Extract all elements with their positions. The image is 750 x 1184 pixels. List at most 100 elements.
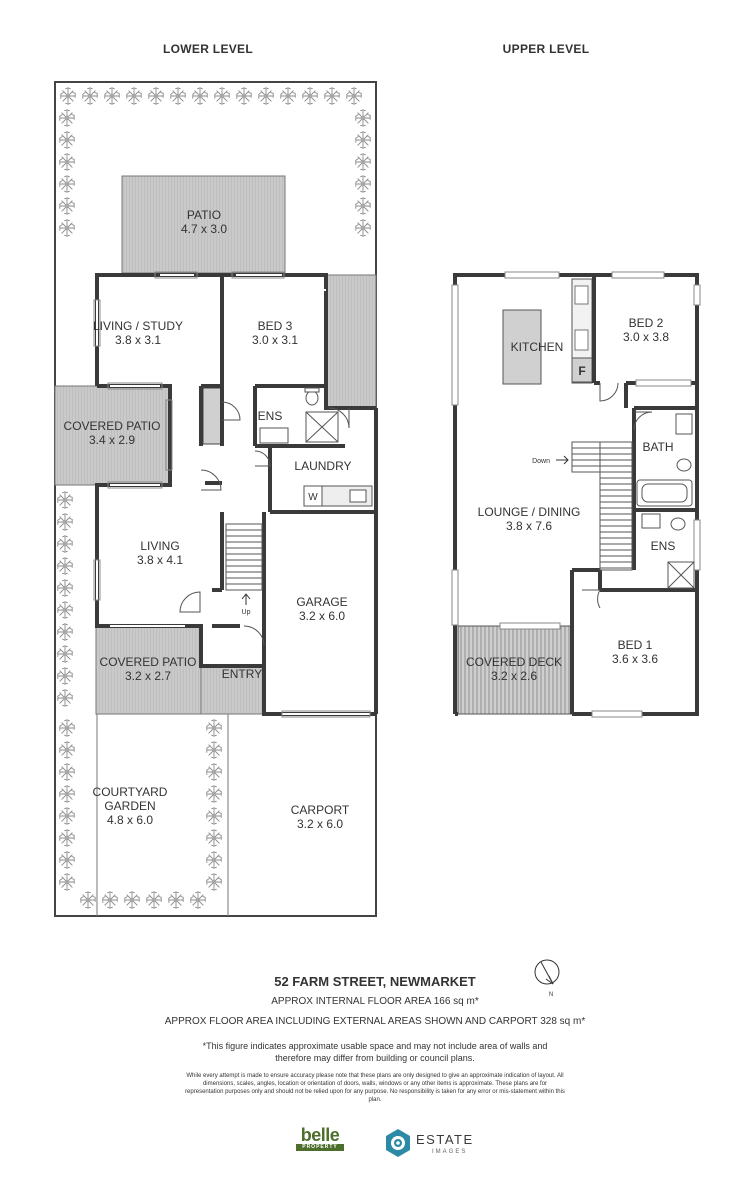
plant-icon xyxy=(302,87,318,105)
plant-icon xyxy=(57,579,73,597)
plant-icon xyxy=(206,873,222,891)
sink-icon xyxy=(574,285,589,305)
living-label: LIVING xyxy=(140,539,179,553)
covered-patio-2-size: 3.2 x 2.7 xyxy=(125,669,171,683)
living-study-size: 3.8 x 3.1 xyxy=(115,333,161,347)
area-note-line2: therefore may differ from building or co… xyxy=(275,1053,475,1063)
plant-icon xyxy=(355,175,371,193)
plant-icon xyxy=(206,807,222,825)
plant-icon xyxy=(236,87,252,105)
down-arrow-icon xyxy=(556,455,569,465)
plant-icon xyxy=(57,535,73,553)
plant-icon xyxy=(102,891,118,909)
plant-icon xyxy=(57,557,73,575)
plant-icon xyxy=(126,87,142,105)
lower-windows xyxy=(96,274,370,715)
plant-icon xyxy=(324,87,340,105)
estate-images-logo: ESTATE IMAGES xyxy=(384,1128,494,1158)
covered-patio-2-area xyxy=(95,625,202,715)
courtyard-label: COURTYARD xyxy=(93,785,168,799)
plant-icon xyxy=(57,667,73,685)
plant-icon xyxy=(206,741,222,759)
plant-icon xyxy=(104,87,120,105)
plant-icon xyxy=(192,87,208,105)
covered-deck-label: COVERED DECK xyxy=(466,655,562,669)
total-floor-area: APPROX FLOOR AREA INCLUDING EXTERNAL ARE… xyxy=(164,1016,586,1027)
down-label: Down xyxy=(532,458,550,465)
plant-icon xyxy=(57,491,73,509)
bath-label: BATH xyxy=(642,440,673,454)
lower-window-frames xyxy=(93,271,371,718)
bed3-size: 3.0 x 3.1 xyxy=(252,333,298,347)
garage-size: 3.2 x 6.0 xyxy=(299,609,345,623)
plant-icon xyxy=(280,87,296,105)
plant-icon xyxy=(57,601,73,619)
north-compass-icon xyxy=(534,959,560,985)
plant-icon xyxy=(59,763,75,781)
laundry-label: LAUNDRY xyxy=(294,459,351,473)
plant-icon xyxy=(59,741,75,759)
plant-icon xyxy=(59,785,75,803)
courtyard-label: GARDEN xyxy=(104,799,155,813)
bed2-size: 3.0 x 3.8 xyxy=(623,330,669,344)
upper-stairs xyxy=(571,441,633,571)
carport-label: CARPORT xyxy=(291,803,350,817)
carport-size: 3.2 x 6.0 xyxy=(297,817,343,831)
plant-icon xyxy=(57,623,73,641)
lounge-dining-size: 3.8 x 7.6 xyxy=(506,519,552,533)
garage-label: GARAGE xyxy=(296,595,347,609)
plant-icon xyxy=(59,197,75,215)
covered-patio-2-label: COVERED PATIO xyxy=(100,655,197,669)
plant-icon xyxy=(355,131,371,149)
area-note-line1: *This figure indicates approximate usabl… xyxy=(202,1041,548,1051)
upper-level-title: UPPER LEVEL xyxy=(503,42,590,56)
cooktop-icon xyxy=(574,329,589,351)
plant-icon xyxy=(59,829,75,847)
ens-upper-label: ENS xyxy=(651,539,676,553)
internal-floor-area: APPROX INTERNAL FLOOR AREA 166 sq m* xyxy=(271,996,479,1007)
bed3-label: BED 3 xyxy=(258,319,293,333)
property-address: 52 FARM STREET, NEWMARKET xyxy=(274,974,476,989)
kitchen-island xyxy=(502,309,542,385)
area-note: *This figure indicates approximate usabl… xyxy=(0,1040,750,1064)
wardrobe xyxy=(202,387,222,445)
plant-icon xyxy=(206,829,222,847)
ens-lower-label: ENS xyxy=(258,409,283,423)
belle-property-logo: belle PROPERTY xyxy=(296,1126,344,1151)
plant-icon xyxy=(57,513,73,531)
covered-patio-1-label: COVERED PATIO xyxy=(64,419,161,433)
kitchen-label: KITCHEN xyxy=(511,340,564,354)
plant-icon xyxy=(170,87,186,105)
plant-icon xyxy=(190,891,206,909)
washer-icon: W xyxy=(308,492,318,503)
bathroom-fixtures xyxy=(636,413,695,589)
bed2-label: BED 2 xyxy=(629,316,664,330)
ensuite-fixtures xyxy=(259,387,339,444)
plant-icon xyxy=(206,763,222,781)
estate-logo-sub: IMAGES xyxy=(432,1149,468,1155)
entry-label: ENTRY xyxy=(222,667,262,681)
plant-icon xyxy=(355,109,371,127)
plant-icon xyxy=(59,153,75,171)
plant-icon xyxy=(148,87,164,105)
lower-doors xyxy=(179,401,350,647)
courtyard-size: 4.8 x 6.0 xyxy=(107,813,153,827)
lower-stairs xyxy=(225,523,263,591)
estate-logo-word: ESTATE xyxy=(416,1132,474,1147)
estate-logo-icon xyxy=(386,1129,410,1157)
living-size: 3.8 x 4.1 xyxy=(137,553,183,567)
bed1-size: 3.6 x 3.6 xyxy=(612,652,658,666)
plant-icon xyxy=(59,109,75,127)
up-arrow-icon xyxy=(241,593,251,605)
plant-icon xyxy=(59,131,75,149)
plant-icon xyxy=(82,87,98,105)
covered-patio-1-size: 3.4 x 2.9 xyxy=(89,433,135,447)
covered-deck-size: 3.2 x 2.6 xyxy=(491,669,537,683)
plant-icon xyxy=(57,645,73,663)
plant-icon xyxy=(355,219,371,237)
bed1-label: BED 1 xyxy=(618,638,653,652)
plant-icon xyxy=(59,873,75,891)
plant-icon xyxy=(355,197,371,215)
covered-deck-area xyxy=(457,625,573,715)
